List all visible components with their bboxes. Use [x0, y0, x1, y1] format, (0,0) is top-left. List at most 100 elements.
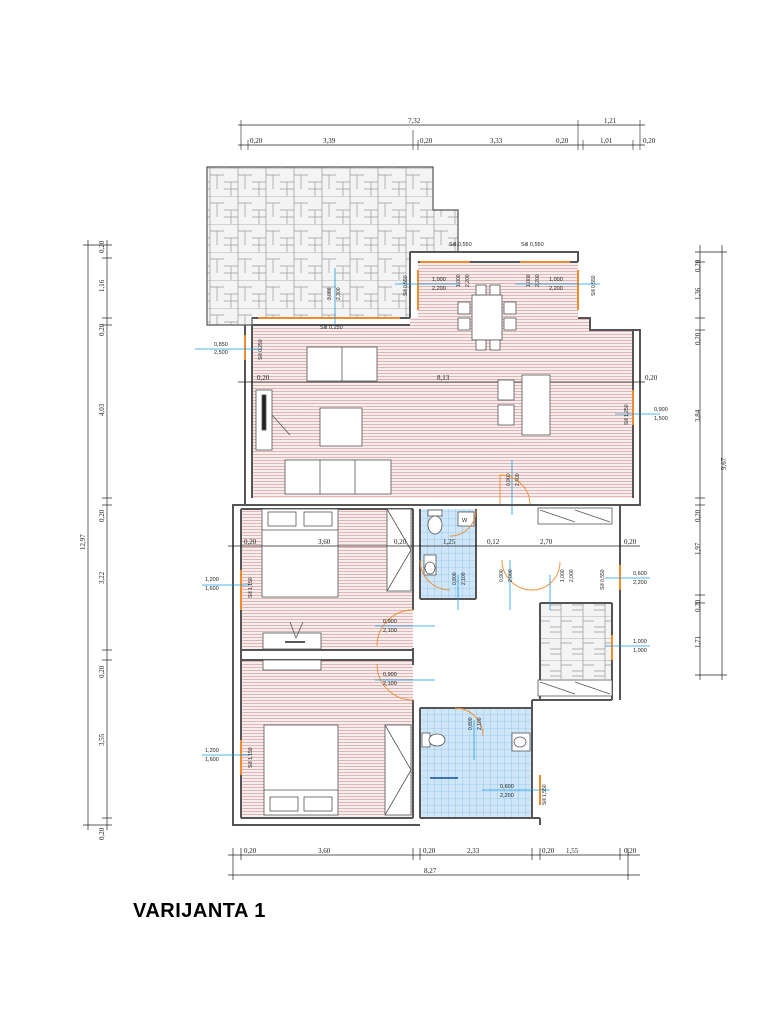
left-seg-dim: 0,20	[98, 323, 106, 336]
shelf-2	[262, 659, 322, 671]
opening-label: 1,000	[633, 639, 647, 645]
bottom-seg-dim: 2,33	[467, 847, 480, 855]
bottom-seg-dim: 0,20	[423, 847, 436, 855]
right-dimensions	[695, 245, 727, 680]
plan-title: VARIJANTA 1	[133, 900, 266, 922]
top-overall-dim-1: 7,32	[408, 117, 421, 125]
storage-paving	[540, 603, 612, 679]
opening-label: 1,000	[633, 648, 647, 654]
vertical-opening-label: 2,200	[465, 274, 471, 287]
right-seg-dim: 0,20	[694, 259, 702, 272]
left-seg-dim: 3,55	[98, 733, 106, 746]
opening-label: 1,500	[654, 416, 668, 422]
rooms-dim: 2,70	[540, 538, 553, 546]
vertical-sill-label: Sill 0,550	[600, 569, 606, 590]
left-dimensions	[83, 240, 112, 830]
left-seg-dim: 0,20	[98, 827, 106, 840]
right-seg-dim: 0,20	[694, 509, 702, 522]
left-seg-dim: 0,20	[98, 240, 106, 253]
bottom-dimensions	[228, 848, 640, 880]
sill-label: Sill 0,550	[449, 242, 472, 248]
top-overall-dim-2: 1,21	[604, 117, 617, 125]
door-swings	[376, 509, 561, 737]
top-seg-dim: 3,39	[323, 137, 336, 145]
top-seg-dim: 1,01	[600, 137, 613, 145]
opening-label: 1,000	[549, 277, 563, 283]
right-seg-dim: 1,97	[694, 542, 702, 555]
vertical-sill-label: Sill 1,250	[624, 404, 630, 425]
rooms-dim: 0,20	[244, 538, 257, 546]
living-dim: 0,20	[257, 374, 270, 382]
right-seg-dim: 0,20	[694, 332, 702, 345]
vertical-opening-label: 3,086	[327, 287, 333, 300]
living-sofa-bottom	[284, 459, 392, 495]
vertical-sill-label: Sill 1,150	[248, 747, 254, 768]
washer-label: W	[462, 518, 468, 524]
top-seg-dim: 0,20	[420, 137, 433, 145]
vertical-opening-label: 0,900	[499, 569, 505, 582]
vertical-opening-label: 2,000	[569, 569, 575, 582]
wardrobe-2	[384, 724, 412, 816]
right-seg-dim: 1,36	[694, 287, 702, 300]
opening-label: 0,600	[633, 571, 647, 577]
bed-1	[261, 508, 339, 598]
vertical-sill-label: Sill 0,250	[258, 339, 264, 360]
left-seg-dim: 0,20	[98, 509, 106, 522]
bathroom-floor	[420, 708, 532, 818]
tv-cabinet	[255, 389, 291, 451]
opening-label: 2,100	[383, 628, 397, 634]
bath-fixtures	[421, 732, 531, 752]
vertical-opening-label: 1,000	[560, 569, 566, 582]
vertical-opening-label: 2,400	[515, 473, 521, 486]
right-seg-dim: 0,20	[694, 599, 702, 612]
vertical-sill-label: Sill 0,550	[591, 275, 597, 296]
rooms-dim: 0,20	[624, 538, 637, 546]
opening-label: 1,600	[205, 586, 219, 592]
opening-label: 1,600	[205, 757, 219, 763]
bottom-overall-dim: 8,27	[424, 867, 437, 875]
kitchen-island	[497, 374, 551, 436]
top-seg-dim: 0,20	[250, 137, 263, 145]
vertical-opening-label: 1,000	[526, 274, 532, 287]
vertical-opening-label: 2,000	[508, 569, 514, 582]
living-door-swing	[499, 474, 531, 506]
storage-counters	[537, 507, 613, 697]
top-dimensions	[238, 120, 645, 150]
opening-label: 2,500	[214, 350, 228, 356]
opening-label: 2,200	[549, 286, 563, 292]
sill-label: Sill 0,550	[521, 242, 544, 248]
right-seg-dim: 1,71	[694, 635, 702, 648]
lower-leaders	[202, 560, 650, 791]
rooms-dim: 0,20	[394, 538, 407, 546]
desk-1	[262, 621, 322, 650]
left-overall-dim: 12,97	[79, 534, 87, 550]
opening-label: 0,900	[383, 619, 397, 625]
bed-2	[263, 724, 339, 816]
vertical-sill-label: Sill 0,550	[403, 275, 409, 296]
vertical-opening-label: 2,100	[477, 717, 483, 730]
opening-label: 1,000	[432, 277, 446, 283]
opening-label: 2,200	[500, 793, 514, 799]
opening-label: 0,850	[214, 342, 228, 348]
wardrobe-1	[386, 508, 412, 592]
right-overall-dim: 9,67	[720, 457, 728, 470]
opening-label: 2,200	[633, 580, 647, 586]
opening-label: 2,100	[383, 681, 397, 687]
vertical-opening-label: 2,200	[535, 274, 541, 287]
bottom-seg-dim: 0,20	[244, 847, 257, 855]
vertical-opening-label: 2,100	[461, 572, 467, 585]
opening-label: 0,900	[383, 672, 397, 678]
bottom-seg-dim: 1,55	[566, 847, 579, 855]
bottom-seg-dim: 3,60	[318, 847, 331, 855]
vertical-opening-label: 1,000	[456, 274, 462, 287]
vertical-sill-label: Sill 1,550	[542, 784, 548, 805]
vertical-sill-label: Sill 1,150	[248, 577, 254, 598]
vertical-opening-label: 2,300	[336, 287, 342, 300]
opening-label: 1,200	[205, 748, 219, 754]
opening-label: 1,200	[205, 577, 219, 583]
left-seg-dim: 4,03	[98, 403, 106, 416]
rooms-dim: 1,25	[443, 538, 456, 546]
sill-label: Sill 0,250	[320, 325, 343, 331]
living-dim: 8,13	[437, 374, 450, 382]
